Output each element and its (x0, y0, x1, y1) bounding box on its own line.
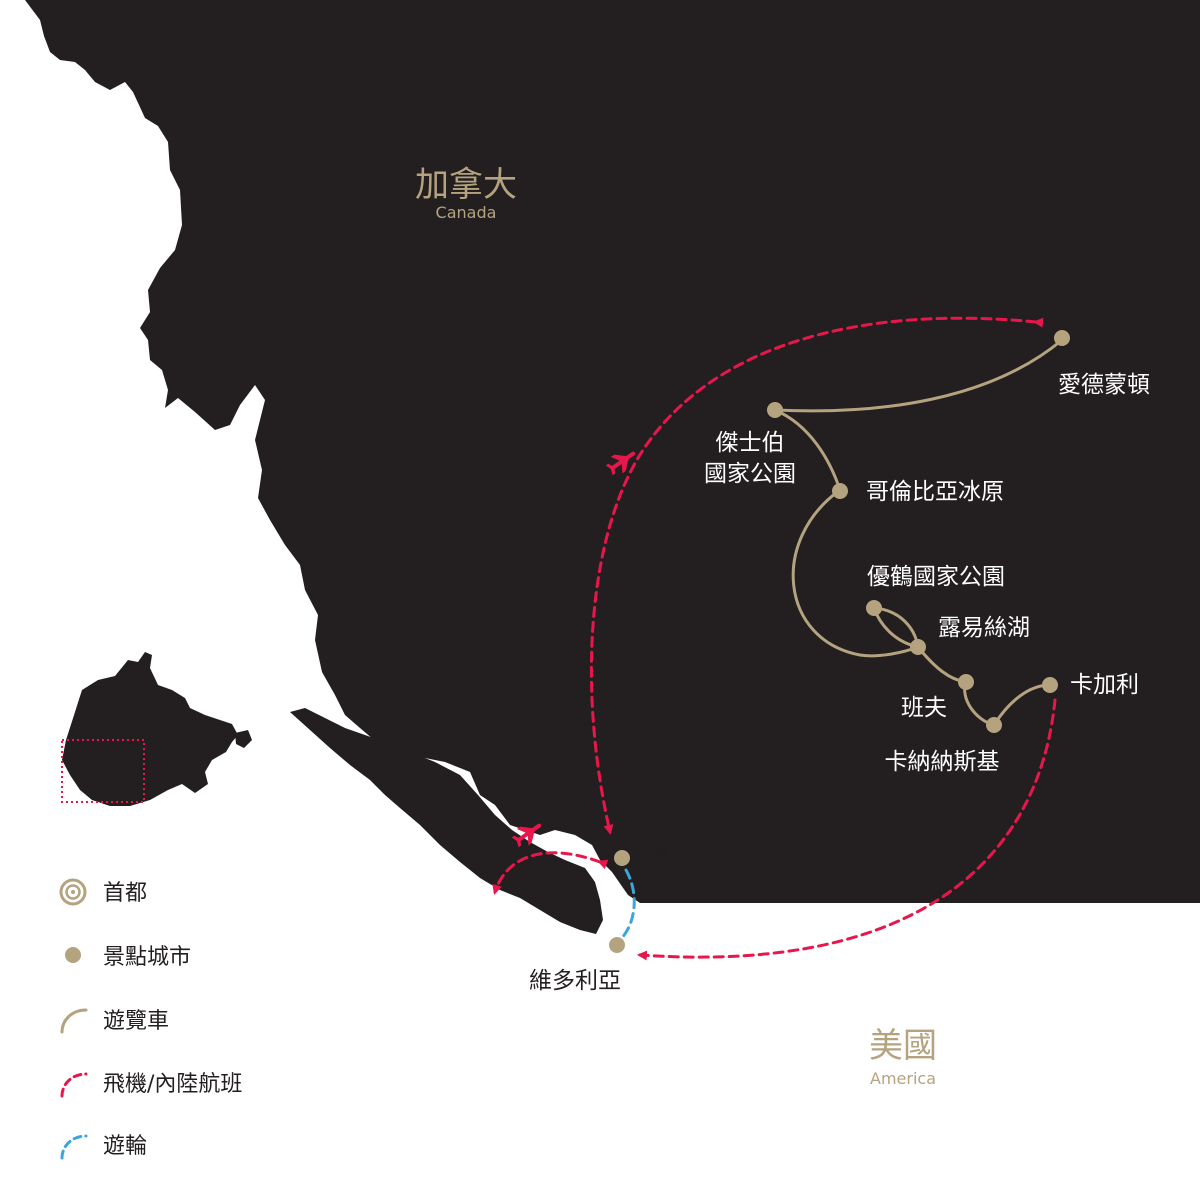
city-label-canmore: 卡納納斯基 (885, 749, 1000, 775)
city-dot-icon (986, 717, 1002, 733)
inset-island (235, 730, 252, 748)
city-label-columbia-icefield: 哥倫比亞冰原 (866, 479, 1004, 505)
ferry-route (618, 868, 636, 942)
city-label-victoria: 維多利亞 (529, 968, 621, 994)
city-dot-icon (910, 639, 926, 655)
city-label-banff: 班夫 (901, 695, 947, 721)
inset-highlight-box (61, 739, 145, 803)
city-dot-icon (866, 600, 882, 616)
legend-label-ferry: 遊輪 (103, 1134, 147, 1159)
city-dot-icon (1042, 677, 1058, 693)
city-label-edmonton: 愛德蒙頓 (1058, 372, 1150, 398)
ferry-line-icon (60, 1134, 88, 1160)
city-dot-icon (767, 402, 783, 418)
city-dot-icon (614, 850, 630, 866)
legend-label-flight: 飛機/內陸航班 (103, 1072, 242, 1097)
legend-label-capital: 首都 (103, 881, 147, 906)
city-label-vancouver: 溫哥華 (646, 846, 715, 872)
city-dot-icon (65, 947, 81, 963)
legend: 首都 景點城市 遊覽車 飛機/內陸航班 遊輪 (59, 878, 242, 1160)
city-label-calgary: 卡加利 (1070, 672, 1139, 698)
city-label-lake-louise: 露易絲湖 (938, 615, 1030, 641)
country-label-usa: 美國 (869, 1026, 937, 1066)
flight-routes (492, 316, 1057, 961)
country-label-canada: 加拿大 (415, 165, 517, 205)
capital-icon (59, 878, 87, 906)
city-label-jasper-2: 國家公園 (704, 461, 796, 487)
coach-line-icon (60, 1008, 88, 1034)
city-dot-icon (1054, 330, 1070, 346)
city-label-jasper-1: 傑士伯 (716, 430, 785, 456)
country-label-canada-en: Canada (436, 203, 497, 222)
flight-line-icon (60, 1072, 88, 1098)
city-dot-icon (609, 937, 625, 953)
legend-label-coach: 遊覽車 (103, 1009, 169, 1034)
inset-canada (62, 652, 238, 806)
city-label-yoho: 優鶴國家公園 (867, 564, 1005, 590)
city-dots (609, 330, 1070, 953)
legend-label-scenic-city: 景點城市 (103, 945, 191, 970)
city-dot-icon (958, 674, 974, 690)
city-dot-icon (832, 483, 848, 499)
country-label-usa-en: America (870, 1069, 936, 1088)
